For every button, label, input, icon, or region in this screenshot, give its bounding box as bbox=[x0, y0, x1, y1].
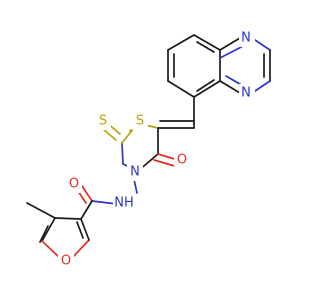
molecule-canvas: N N S S O N NH O O bbox=[26, 29, 271, 270]
bond bbox=[102, 128, 117, 141]
atom-labels: N N S S O N NH O O bbox=[58, 29, 255, 270]
bond bbox=[193, 34, 221, 51]
label-background bbox=[174, 151, 190, 169]
bond bbox=[193, 80, 221, 98]
thione-sulfur-atom: S bbox=[99, 114, 107, 129]
label-background bbox=[66, 175, 82, 193]
bond bbox=[80, 200, 93, 220]
label-background bbox=[239, 84, 255, 102]
methylidene-linker bbox=[157, 96, 195, 129]
label-background bbox=[127, 163, 143, 181]
double-bond bbox=[39, 225, 49, 243]
bond bbox=[41, 240, 61, 259]
quinoxaline-benzene-ring bbox=[167, 34, 221, 98]
label-background bbox=[113, 194, 137, 212]
label-background bbox=[132, 112, 148, 130]
nitrogen-atom: N bbox=[241, 86, 251, 101]
double-bond bbox=[76, 221, 84, 239]
label-background bbox=[239, 29, 255, 47]
amide-nitrogen-atom: NH bbox=[114, 196, 134, 211]
amide-oxygen-atom: O bbox=[69, 177, 79, 192]
ring-nitrogen-atom: N bbox=[130, 165, 140, 180]
bond bbox=[71, 239, 90, 259]
bond bbox=[219, 80, 241, 94]
label-background bbox=[95, 112, 111, 130]
label-background bbox=[58, 252, 74, 270]
molecule-structure: N N S S O N NH O O bbox=[26, 29, 271, 270]
furan-carboxamide bbox=[26, 174, 138, 259]
bond bbox=[219, 37, 241, 51]
bond bbox=[54, 217, 82, 220]
bond bbox=[167, 80, 195, 98]
bond bbox=[121, 127, 135, 144]
carbonyl-oxygen-atom: O bbox=[177, 153, 187, 168]
sulfur-atom: S bbox=[136, 114, 144, 129]
bond bbox=[121, 142, 124, 165]
methyl-bond bbox=[26, 202, 56, 219]
double-bond bbox=[196, 41, 215, 53]
bond bbox=[80, 218, 90, 241]
furan-oxygen-atom: O bbox=[61, 254, 71, 269]
double-bond bbox=[81, 185, 93, 202]
bond bbox=[91, 200, 118, 205]
bond bbox=[167, 34, 195, 51]
bond bbox=[41, 217, 56, 242]
double-bond bbox=[196, 79, 215, 92]
nitrogen-atom: N bbox=[241, 31, 251, 46]
